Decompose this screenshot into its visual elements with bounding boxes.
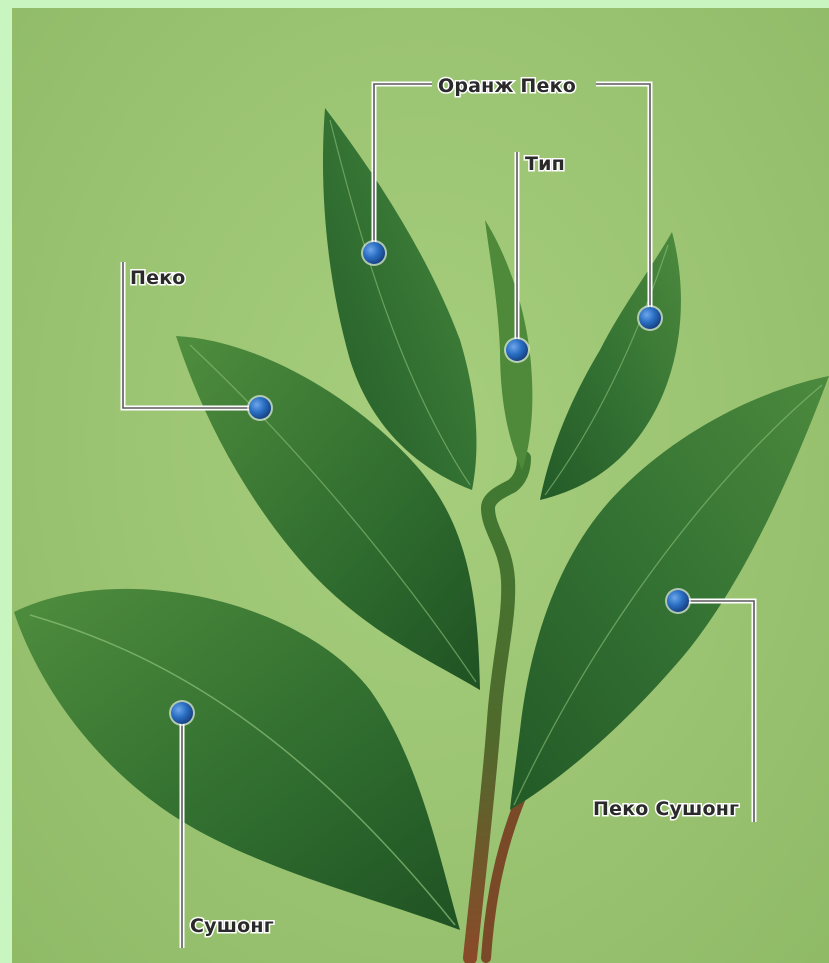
marker-pekoe [247, 395, 273, 421]
label-souchong: Сушонг [190, 915, 274, 937]
marker-souchong [169, 700, 195, 726]
leaf-souchong [14, 589, 460, 930]
marker-upper-right [637, 305, 663, 331]
marker-tip [504, 337, 530, 363]
label-pekoe-souchong: Пеко Сушонг [593, 798, 739, 820]
marker-pekoe-souchong [665, 588, 691, 614]
label-pekoe: Пеко [130, 267, 186, 289]
marker-orange-pekoe [361, 240, 387, 266]
label-tip: Тип [525, 153, 565, 175]
label-orange-pekoe: Оранж Пеко [438, 75, 576, 97]
